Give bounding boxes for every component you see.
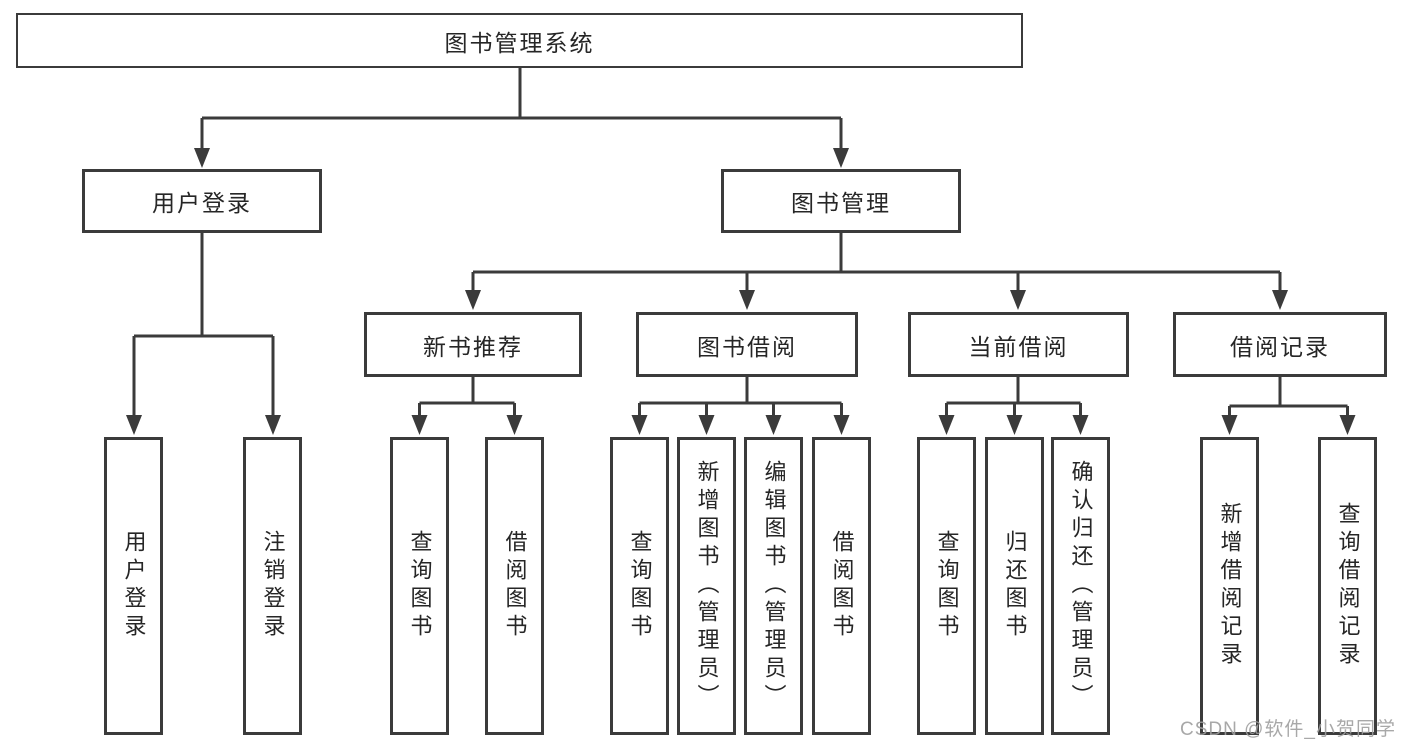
node-label: 新书推荐: [423, 333, 523, 360]
leaf-add-book-admin: 新增图书（管理员）: [677, 437, 736, 735]
leaf-query-books-current: 查询图书: [917, 437, 976, 735]
leaf-label: 编辑图书（管理员）: [761, 460, 787, 712]
leaf-logout: 注销登录: [243, 437, 302, 735]
node-borrowing-records: 借阅记录: [1173, 312, 1387, 377]
leaf-query-books-borrow: 查询图书: [610, 437, 669, 735]
leaf-label: 借阅图书: [829, 530, 855, 642]
leaf-query-books-recommend: 查询图书: [390, 437, 449, 735]
node-library-management-system: 图书管理系统: [16, 13, 1023, 68]
node-book-borrowing: 图书借阅: [636, 312, 858, 377]
node-label: 图书管理系统: [444, 29, 595, 56]
leaf-user-login: 用户登录: [104, 437, 163, 735]
leaf-label: 借阅图书: [502, 530, 528, 642]
leaf-return-book: 归还图书: [985, 437, 1044, 735]
leaf-add-borrow-record: 新增借阅记录: [1200, 437, 1259, 735]
leaf-borrow-book: 借阅图书: [812, 437, 871, 735]
arrowheads: [126, 148, 1356, 435]
leaf-query-borrow-record: 查询借阅记录: [1318, 437, 1377, 735]
node-new-book-recommendation: 新书推荐: [364, 312, 582, 377]
leaf-label: 确认归还（管理员）: [1068, 460, 1094, 712]
leaf-edit-book-admin: 编辑图书（管理员）: [744, 437, 803, 735]
leaf-confirm-return-admin: 确认归还（管理员）: [1051, 437, 1110, 735]
node-current-borrowing: 当前借阅: [908, 312, 1129, 377]
leaf-label: 新增借阅记录: [1217, 502, 1243, 670]
watermark: CSDN @软件_小贺同学: [1180, 719, 1396, 740]
node-label: 当前借阅: [968, 333, 1069, 360]
leaf-label: 查询图书: [627, 530, 653, 642]
node-label: 图书借阅: [697, 333, 797, 360]
leaf-label: 查询图书: [407, 530, 433, 642]
node-book-management: 图书管理: [721, 169, 961, 233]
leaf-label: 查询图书: [934, 530, 960, 642]
leaf-label: 归还图书: [1002, 530, 1028, 642]
node-user-login: 用户登录: [82, 169, 322, 233]
node-label: 用户登录: [152, 190, 252, 216]
node-label: 图书管理: [791, 190, 891, 216]
leaf-borrow-book-recommend: 借阅图书: [485, 437, 544, 735]
leaf-label: 用户登录: [121, 530, 147, 642]
leaf-label: 查询借阅记录: [1335, 502, 1361, 670]
leaf-label: 新增图书（管理员）: [694, 460, 720, 712]
node-label: 借阅记录: [1230, 333, 1330, 360]
leaf-label: 注销登录: [260, 530, 286, 642]
